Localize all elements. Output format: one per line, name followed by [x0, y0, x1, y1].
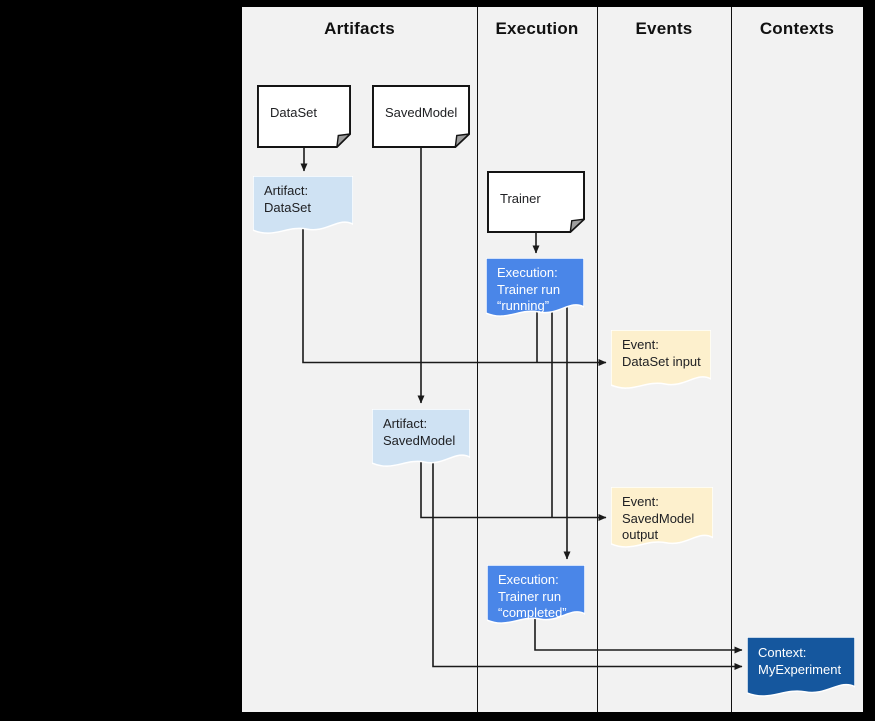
document-shape: [611, 487, 713, 551]
document-shape: [486, 258, 584, 320]
column-divider: [731, 7, 732, 712]
node-label: Artifact: DataSet: [264, 183, 311, 215]
node-label: Trainer: [500, 191, 541, 206]
note-shape: [257, 85, 351, 148]
node-label: Artifact: SavedModel: [383, 416, 456, 448]
node-label: DataSet: [270, 105, 317, 120]
column-divider: [477, 7, 478, 712]
node-artifact-savedmodel: Artifact: SavedModel: [372, 409, 470, 470]
node-trainer: Trainer: [487, 171, 585, 233]
document-shape: [747, 637, 855, 700]
node-label: Event: DataSet input: [622, 337, 701, 369]
node-label: SavedModel: [385, 105, 458, 120]
document-shape: [253, 176, 353, 237]
node-artifact-dataset: Artifact: DataSet: [253, 176, 353, 237]
node-execution-running: Execution: Trainer run “running”: [486, 258, 584, 320]
node-dataset: DataSet: [257, 85, 351, 148]
column-divider: [597, 7, 598, 712]
column-header-events: Events: [635, 19, 693, 38]
node-execution-completed: Execution: Trainer run “completed”: [487, 565, 585, 627]
column-header-contexts: Contexts: [759, 19, 835, 38]
note-shape: [372, 85, 470, 148]
node-savedmodel: SavedModel: [372, 85, 470, 148]
node-label: Execution: Trainer run “running”: [497, 265, 561, 313]
document-shape: [611, 330, 711, 392]
column-header-artifacts: Artifacts: [324, 19, 395, 38]
connector-lines: [300, 148, 743, 670]
document-shape: [487, 565, 585, 627]
node-label: Execution: Trainer run “completed”: [498, 572, 567, 620]
node-context-myexperiment: Context: MyExperiment: [747, 637, 855, 700]
diagram-panel: Artifacts Execution Events Contexts: [242, 7, 863, 712]
note-shape: [487, 171, 585, 233]
node-event-savedmodel-output: Event: SavedModel output: [611, 487, 713, 551]
node-label: Event: SavedModel output: [622, 494, 695, 542]
node-label: Context: MyExperiment: [758, 645, 842, 677]
column-header-execution: Execution: [495, 19, 579, 38]
document-shape: [372, 409, 470, 470]
node-event-dataset-input: Event: DataSet input: [611, 330, 711, 392]
